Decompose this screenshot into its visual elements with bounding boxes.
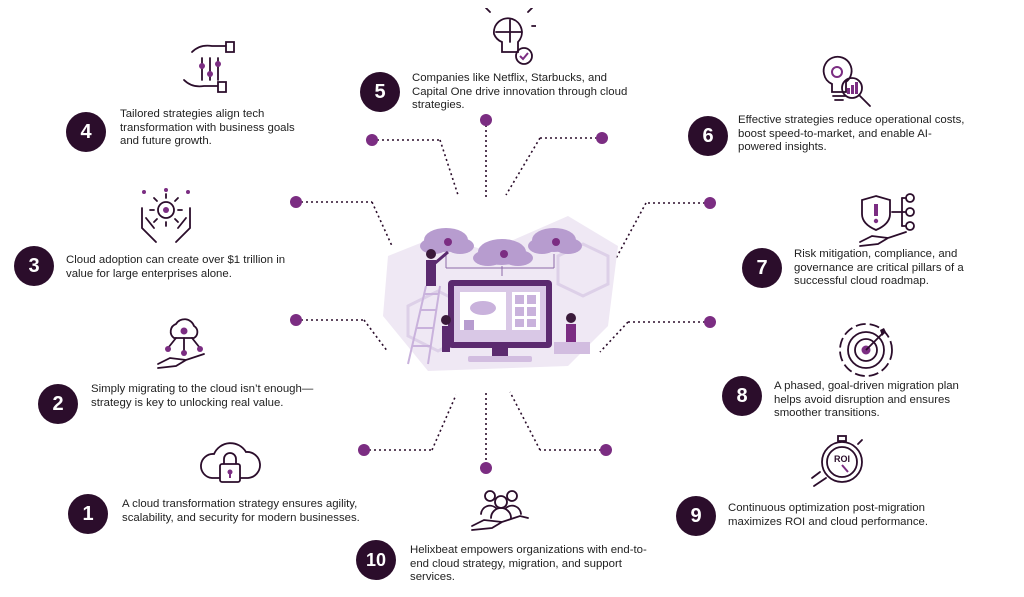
step-10-badge: 10 — [356, 540, 396, 580]
hand-sliders-icon — [183, 41, 235, 93]
step-6-text: Effective strategies reduce operational … — [738, 114, 965, 154]
puzzle-lightbulb-icon — [485, 8, 536, 65]
cloud-network-hand-icon — [157, 318, 205, 369]
step-10-text: Helixbeat empowers organizations with en… — [410, 544, 647, 584]
step-2-badge: 2 — [38, 384, 78, 424]
shield-hand-icon — [859, 193, 915, 247]
roi-stopwatch-icon: ROI — [811, 435, 863, 487]
step-4-badge: 4 — [66, 112, 106, 152]
step-1-badge: 1 — [68, 494, 108, 534]
step-7-text: Risk mitigation, compliance, and governa… — [794, 248, 964, 288]
step-8-badge: 8 — [722, 376, 762, 416]
step-8-text: A phased, goal-driven migration plan hel… — [774, 380, 959, 420]
step-4-text: Tailored strategies align tech transform… — [120, 108, 295, 148]
step-3-text: Cloud adoption can create over $1 trilli… — [66, 254, 286, 280]
step-1-text: A cloud transformation strategy ensures … — [122, 498, 360, 524]
step-5-badge: 5 — [360, 72, 400, 112]
gear-hands-icon — [141, 188, 191, 243]
cloud-lock-icon — [200, 442, 261, 483]
step-7-badge: 7 — [742, 248, 782, 288]
step-3-badge: 3 — [14, 246, 54, 286]
target-icon — [839, 323, 893, 377]
svg-text:ROI: ROI — [834, 454, 850, 464]
step-9-badge: 9 — [676, 496, 716, 536]
step-6-badge: 6 — [688, 116, 728, 156]
step-5-text: Companies like Netflix, Starbucks, and C… — [412, 72, 628, 112]
team-hand-icon — [471, 490, 529, 531]
step-9-text: Continuous optimization post-migration m… — [728, 502, 929, 528]
cloud-computing-illustration — [383, 216, 618, 371]
step-2-text: Simply migrating to the cloud isn’t enou… — [91, 383, 314, 409]
bulb-magnifier-icon — [822, 55, 871, 107]
